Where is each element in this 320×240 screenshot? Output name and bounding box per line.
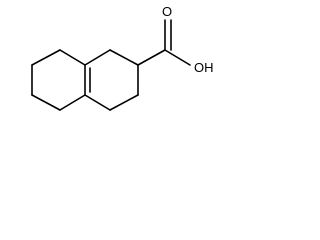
hydroxyl-label: OH: [194, 60, 214, 75]
bond-c1-c7: [84, 49, 111, 66]
bond-c2-c3: [31, 49, 61, 66]
chemical-structure: O OH: [31, 4, 214, 111]
bond-c10-c6: [84, 94, 111, 111]
bond-c9-c10: [109, 94, 139, 111]
bond-c-oh: [164, 49, 191, 66]
bond-ring-to-carboxyl: [137, 49, 166, 66]
bond-c4-c5: [31, 94, 61, 111]
bond-c5-c6: [59, 94, 86, 111]
oxygen-label: O: [162, 4, 172, 19]
bond-c1-c2: [59, 49, 86, 66]
bond-c7-c8: [109, 49, 139, 66]
